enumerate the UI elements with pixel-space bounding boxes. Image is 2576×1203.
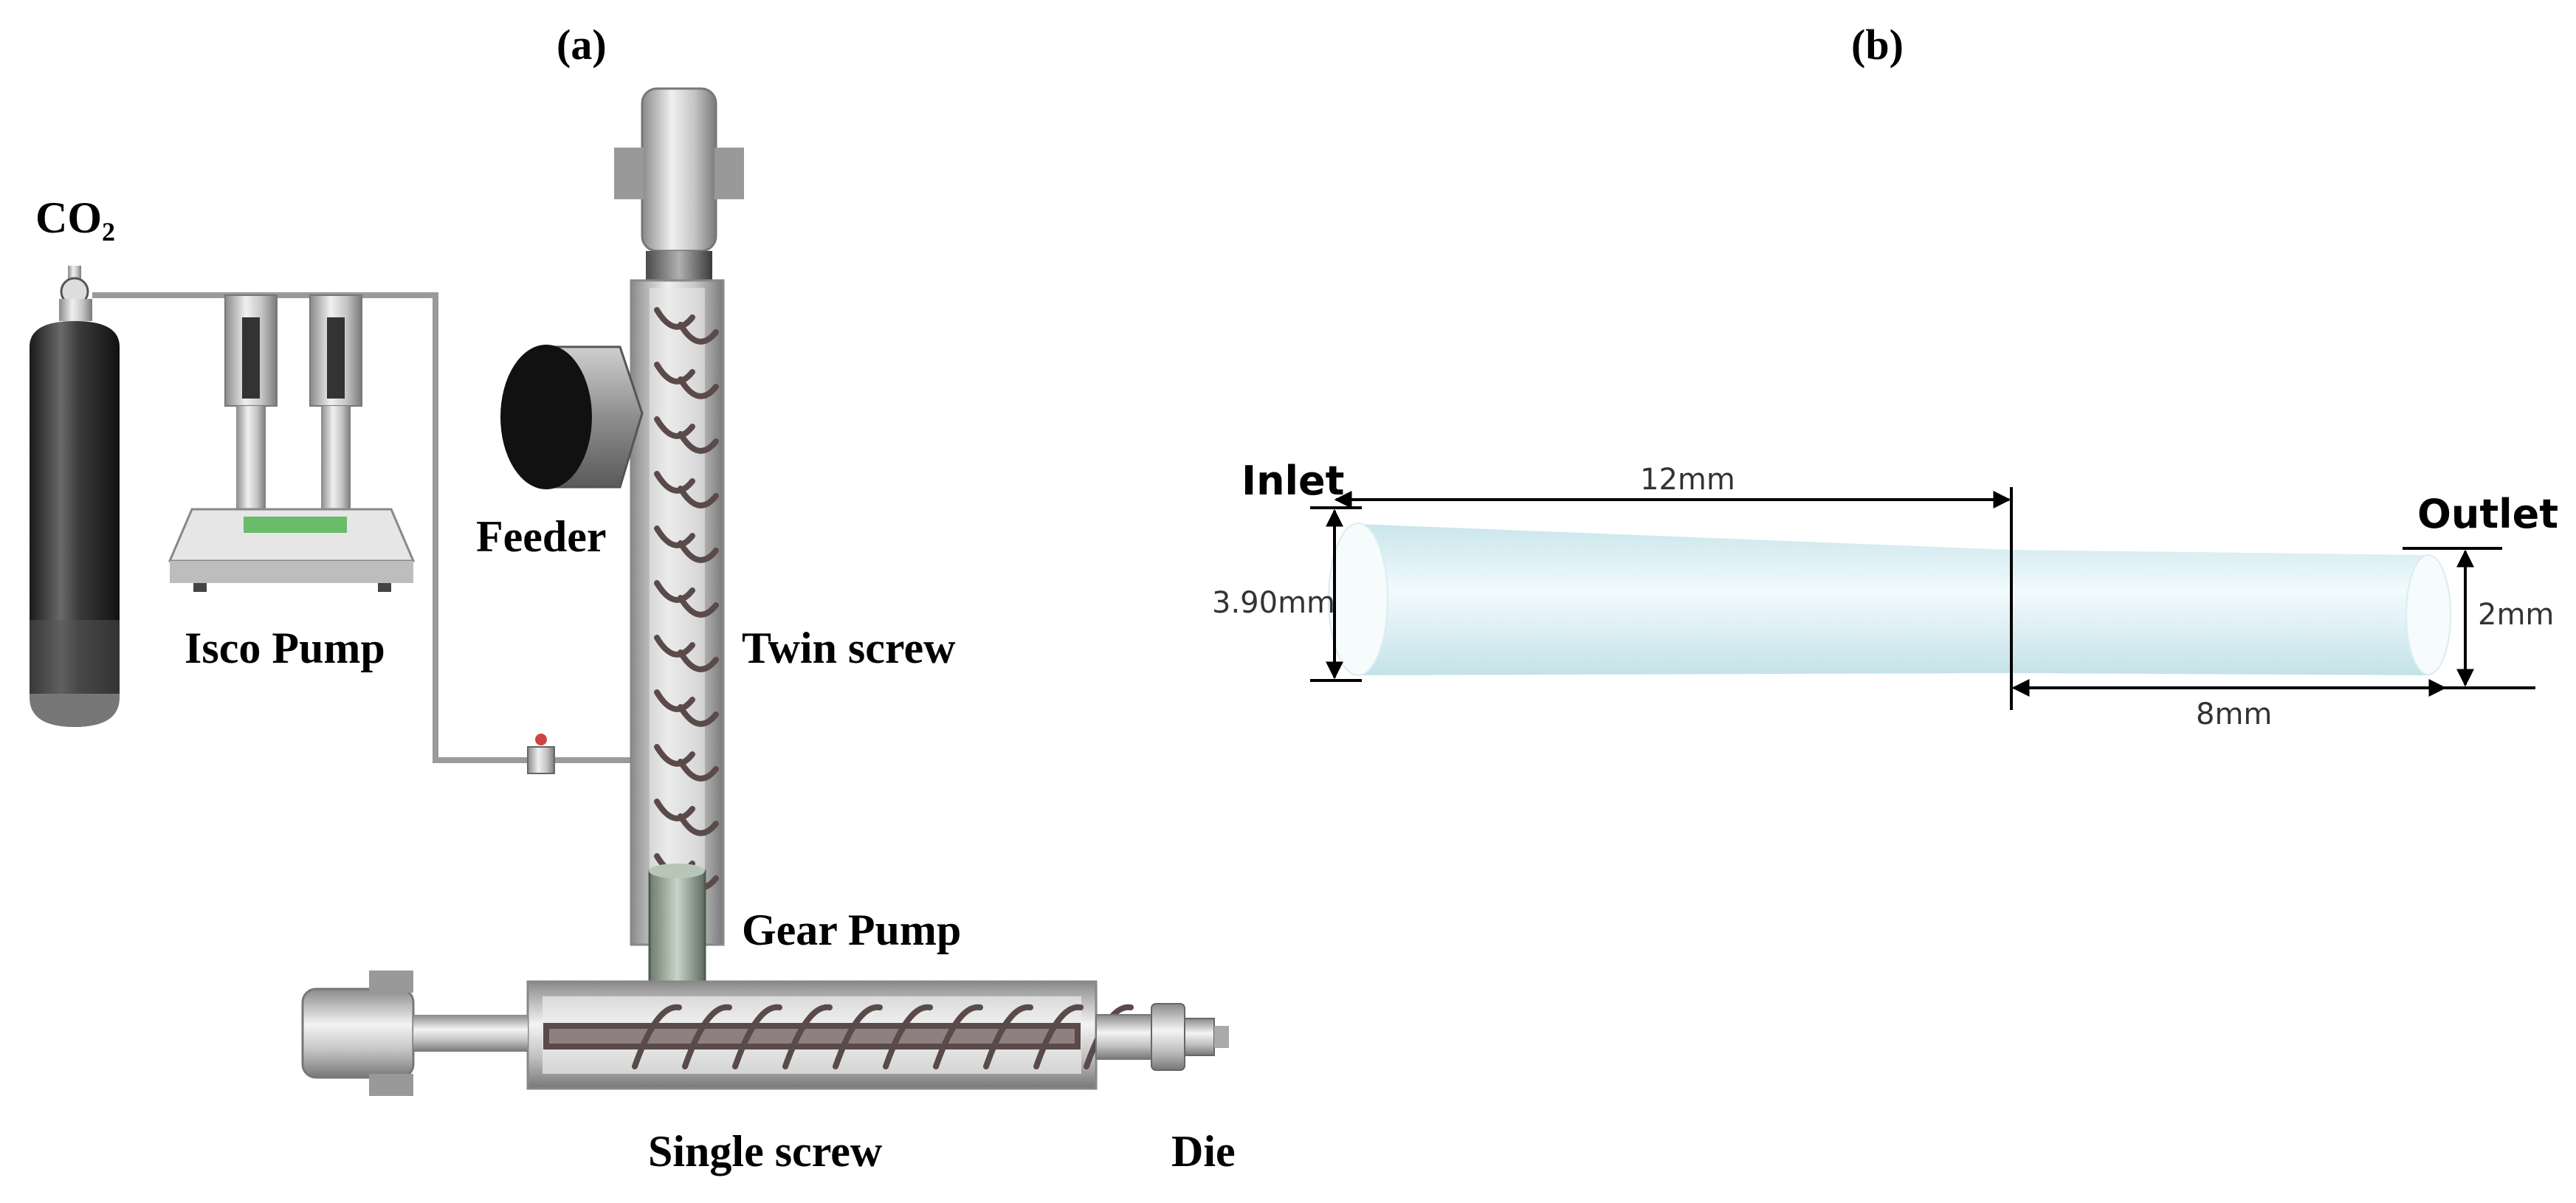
- twin-screw-flight: [678, 486, 719, 509]
- twin-screw-flight: [654, 307, 695, 330]
- twin-screw-flight: [678, 649, 719, 672]
- nozzle-geometry: [1328, 523, 2451, 676]
- twin-screw-flight: [654, 580, 695, 603]
- twin-screw-flight: [654, 362, 695, 385]
- single-screw-flight: [682, 1004, 732, 1069]
- twin-screw-flight: [654, 416, 695, 439]
- co2-text: CO: [35, 193, 102, 242]
- single-screw-flight: [1033, 1004, 1084, 1069]
- dim-outlet-diameter-label: 2mm: [2478, 598, 2555, 632]
- single-screw-flight: [883, 1004, 933, 1069]
- twin-screw-flight: [678, 322, 719, 345]
- co2-cylinder-icon: [30, 266, 120, 727]
- twin-screw-flight: [678, 376, 719, 399]
- dim-inlet-diameter-label: 3.90mm: [1212, 586, 1335, 620]
- die-icon: [1095, 1003, 1229, 1071]
- panel-a-label: (a): [557, 21, 607, 69]
- co2-subscript: 2: [102, 216, 115, 247]
- twin-screw-flight: [654, 744, 695, 767]
- inlet-face: [1328, 523, 1388, 676]
- twin-screw-flight: [654, 799, 695, 821]
- single-screw-flight: [833, 1004, 883, 1069]
- twin-screw-flight: [654, 635, 695, 658]
- isco-pump-label: Isco Pump: [185, 624, 385, 672]
- single-screw-flight: [732, 1004, 782, 1069]
- feeder-hopper-icon: [500, 345, 644, 489]
- single-screw-flight: [933, 1004, 983, 1069]
- inlet-label: Inlet: [1241, 458, 1345, 504]
- twin-screw-flight: [678, 813, 719, 836]
- isco-pump-icon: [168, 294, 416, 592]
- gear-pump-icon: [648, 864, 706, 983]
- outlet-face: [2405, 554, 2451, 675]
- dim-12mm-label: 12mm: [1640, 463, 1735, 497]
- twin-screw-flight: [678, 431, 719, 454]
- single-screw-flight: [983, 1004, 1033, 1069]
- dim-8mm-label: 8mm: [2196, 697, 2273, 731]
- feeder-label: Feeder: [476, 512, 607, 561]
- single-screw-flight: [782, 1004, 833, 1069]
- single-screw-label: Single screw: [648, 1127, 883, 1176]
- gear-pump-label: Gear Pump: [742, 906, 962, 954]
- twin-screw-flight: [654, 525, 695, 548]
- single-screw-motor-icon: [301, 971, 528, 1096]
- outlet-label: Outlet: [2417, 491, 2559, 537]
- twin-screw-flight: [678, 540, 719, 563]
- die-label: Die: [1171, 1127, 1236, 1176]
- dimension-lines: [1310, 487, 2535, 710]
- single-screw-flight: [632, 1004, 682, 1069]
- twin-screw-flight: [678, 759, 719, 782]
- twin-screw-flight: [678, 595, 719, 618]
- panel-b-label: (b): [1851, 21, 1904, 69]
- twin-screw-label: Twin screw: [742, 624, 956, 672]
- twin-screw-flights: [654, 307, 719, 891]
- co2-label: CO2: [35, 196, 115, 245]
- twin-screw-flight: [678, 704, 719, 727]
- valve-icon: [527, 734, 555, 774]
- twin-screw-flight: [654, 689, 695, 712]
- twin-screw-motor-icon: [614, 87, 744, 280]
- twin-screw-flight: [654, 471, 695, 494]
- single-screw-shaft: [543, 1023, 1081, 1049]
